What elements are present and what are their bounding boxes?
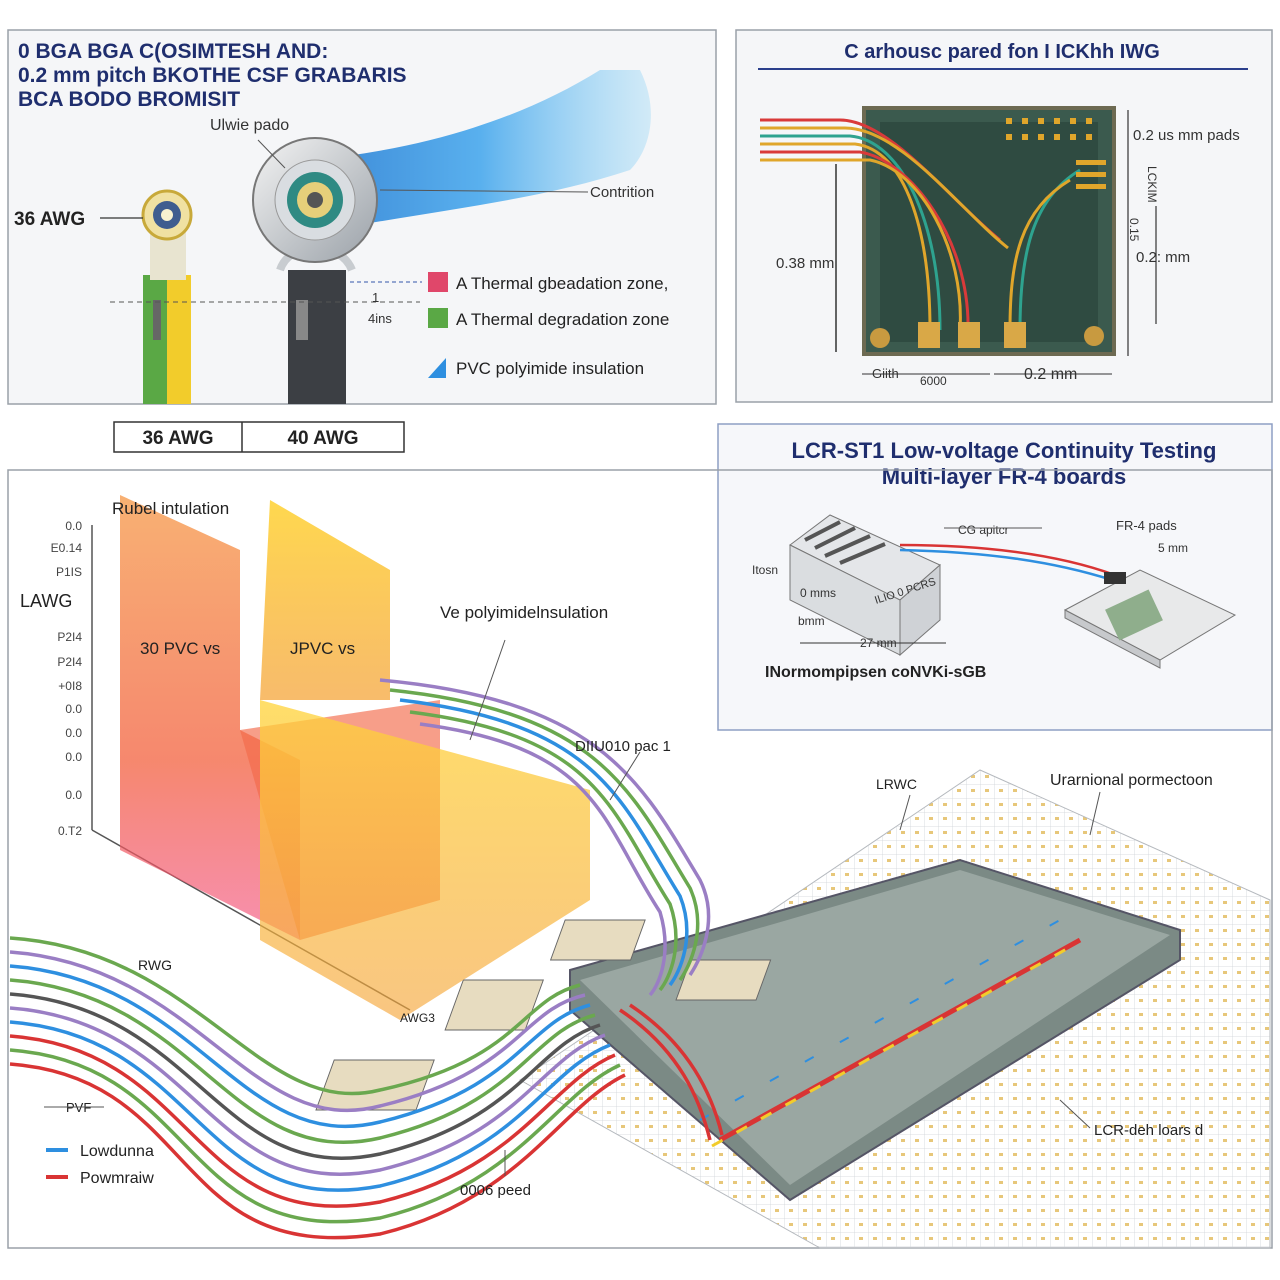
- y-tick: P1IS: [56, 565, 82, 579]
- lcr-caption: INormompipsen coNVKi-sGB: [765, 664, 986, 681]
- legend-text-3: PVC polyimide insulation: [456, 359, 644, 378]
- panel-lcr-testing: LCR-ST1 Low-voltage Continuity Testing M…: [717, 423, 1273, 731]
- y-ticks: 0.0 E0.14 P1IS P2I4 P2I4 +0I8 0.0 0.0 0.…: [51, 519, 83, 838]
- wire-bundle: [9, 678, 724, 1240]
- legend-swatch-1: [428, 272, 448, 292]
- y-tick: +0I8: [58, 679, 82, 693]
- dim-rotated-1: LCKIM: [1145, 166, 1159, 203]
- conductor-label: Contrition: [590, 184, 654, 201]
- label-tosn: Itosn: [752, 563, 778, 577]
- pcb-pad-grid: [1006, 118, 1106, 189]
- label-mm-b: bmm: [798, 614, 825, 628]
- wire-36awg: [141, 189, 193, 404]
- insulation-label: Ve polyimidelnsulation: [440, 603, 608, 622]
- panel-3d-assembly: LAWG 0.0 E0.14 P1IS P2I4 P2I4 +0I8 0.0 0…: [7, 469, 1273, 1249]
- bar-label-2: JPVC vs: [290, 639, 355, 658]
- y-tick: P2I4: [57, 630, 82, 644]
- title-line-3: BCA BODO BROMISIT: [18, 88, 240, 111]
- lcr-title-1: LCR-ST1 Low-voltage Continuity Testing: [792, 438, 1217, 463]
- gauge-table: 36 AWG 40 AWG: [113, 421, 405, 453]
- panel-pcb-layout: C arhousc pared fon I ICKhh IWG 0.: [735, 29, 1273, 403]
- gauge-cell-2: 40 AWG: [287, 428, 358, 449]
- y-tick: 0.0: [65, 726, 82, 740]
- thermal-label: Urarnional pormectoon: [1050, 772, 1213, 789]
- y-tick: 0.0: [65, 702, 82, 716]
- dim-rotated-2: 0.15: [1127, 218, 1141, 242]
- label-mm-c: 27 mm: [860, 636, 897, 650]
- dim-pad: 0.2 us mm pads: [1133, 127, 1240, 144]
- y-tick: 0.0: [65, 750, 82, 764]
- lcr-title-2: Multi-layer FR-4 boards: [882, 464, 1126, 489]
- pcb-bottom-pads: [870, 322, 1104, 348]
- y-tick: 0.T2: [58, 824, 82, 838]
- label-mm-a: 0 mms: [800, 586, 836, 600]
- y-tick: E0.14: [51, 541, 83, 555]
- pad-label-bottom: DIIU010 pac 1: [575, 738, 671, 755]
- dim-bottom-left: Giith: [872, 366, 899, 381]
- pcb-traces: [760, 118, 1081, 331]
- y-tick: 0.0: [65, 788, 82, 802]
- fixture-left: [789, 514, 941, 657]
- y-tick: 0.0: [65, 519, 82, 533]
- board-label: LCR-deh loars d: [1094, 1122, 1203, 1139]
- legend-text-1: A Thermal gbeadation zone,: [456, 274, 668, 293]
- wire-40awg: [252, 137, 378, 404]
- dim-left: 0.38 mm: [776, 255, 834, 272]
- y-tick: P2I4: [57, 655, 82, 669]
- title-line-2: 0.2 mm pitch BKOTHE CSF GRABARIS: [18, 64, 407, 87]
- peed-label: 0006 peed: [460, 1182, 531, 1199]
- main-pcb: [315, 858, 1181, 1202]
- bar-label-1: 30 PVC vs: [140, 639, 220, 658]
- label-capitor: CG apitcr: [958, 523, 1009, 537]
- top-label: Rubel intulation: [112, 499, 229, 518]
- legend-swatch-2: [428, 308, 448, 328]
- dim-small-1: 1: [372, 290, 379, 305]
- awg3-label: AWG3: [400, 1011, 435, 1025]
- dim-small-2: 4ins: [368, 311, 392, 326]
- label-mm-right: 5 mm: [1158, 541, 1188, 555]
- legend-low-text: Lowdunna: [80, 1143, 154, 1160]
- wire-left-label: 36 AWG: [14, 209, 85, 230]
- pcb-title: C arhousc pared fon I ICKhh IWG: [844, 41, 1160, 63]
- legend-text-2: A Thermal degradation zone: [456, 310, 669, 329]
- y-axis-label: LAWG: [20, 591, 72, 611]
- dim-bottom-right: 0.2 mm: [1024, 366, 1077, 383]
- title-line-1: 0 BGA BGA C(OSIMTESH AND:: [18, 40, 328, 63]
- panel-wire-cross-section: 0 BGA BGA C(OSIMTESH AND: 0.2 mm pitch B…: [7, 29, 717, 405]
- legend-swatch-3: [428, 358, 446, 378]
- bar-yellow: [260, 500, 590, 1020]
- pad-label: Ulwie pado: [210, 117, 289, 134]
- fixture-right: [1063, 569, 1237, 669]
- gauge-cell-1: 36 AWG: [142, 428, 213, 449]
- rwg-label: RWG: [138, 957, 172, 973]
- legend-power-text: Powmraiw: [80, 1170, 154, 1187]
- lrwc-label: LRWC: [876, 776, 917, 792]
- dim-right: 0.2: mm: [1136, 249, 1190, 266]
- dim-bottom-mid: 6000: [920, 374, 947, 388]
- label-fr4-pads: FR-4 pads: [1116, 518, 1177, 533]
